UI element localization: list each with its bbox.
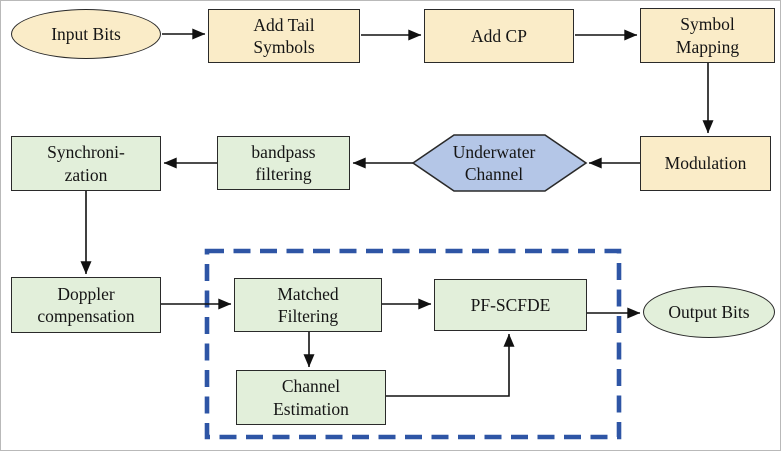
node-modulation: Modulation [640, 136, 771, 191]
arrow-channel-estimation-to-pf-scfde [386, 333, 515, 397]
underwater-channel-hexagon [411, 134, 588, 192]
node-channel-estimation-label: Channel Estimation [273, 376, 349, 419]
node-synchronization: Synchroni- zation [11, 136, 161, 191]
node-input-bits-label: Input Bits [51, 23, 121, 44]
node-add-cp: Add CP [424, 9, 574, 63]
node-add-cp-label: Add CP [471, 25, 527, 46]
node-output-bits-label: Output Bits [668, 301, 750, 322]
node-add-tail-symbols: Add Tail Symbols [208, 9, 360, 63]
node-symbol-mapping: Symbol Mapping [640, 8, 775, 63]
node-channel-estimation: Channel Estimation [236, 370, 386, 425]
node-matched-filtering-label: Matched Filtering [277, 283, 339, 326]
node-input-bits: Input Bits [11, 9, 161, 59]
node-pf-scfde-label: PF-SCFDE [470, 294, 551, 315]
node-pf-scfde: PF-SCFDE [434, 279, 587, 331]
node-synchronization-label: Synchroni- zation [47, 142, 125, 185]
node-symbol-mapping-label: Symbol Mapping [675, 14, 740, 57]
node-modulation-label: Modulation [664, 153, 747, 174]
node-bandpass-filtering: bandpass filtering [217, 136, 350, 190]
node-matched-filtering: Matched Filtering [234, 278, 382, 332]
node-output-bits: Output Bits [643, 286, 775, 338]
node-add-tail-symbols-label: Add Tail Symbols [253, 14, 315, 57]
node-underwater-channel-label: Underwater Channel [452, 141, 536, 184]
dashed-group-border [204, 248, 622, 440]
node-bandpass-filtering-label: bandpass filtering [251, 141, 316, 184]
node-underwater-channel: Underwater Channel [434, 137, 554, 189]
node-doppler-compensation: Doppler compensation [11, 277, 161, 333]
node-doppler-compensation-label: Doppler compensation [37, 283, 135, 326]
